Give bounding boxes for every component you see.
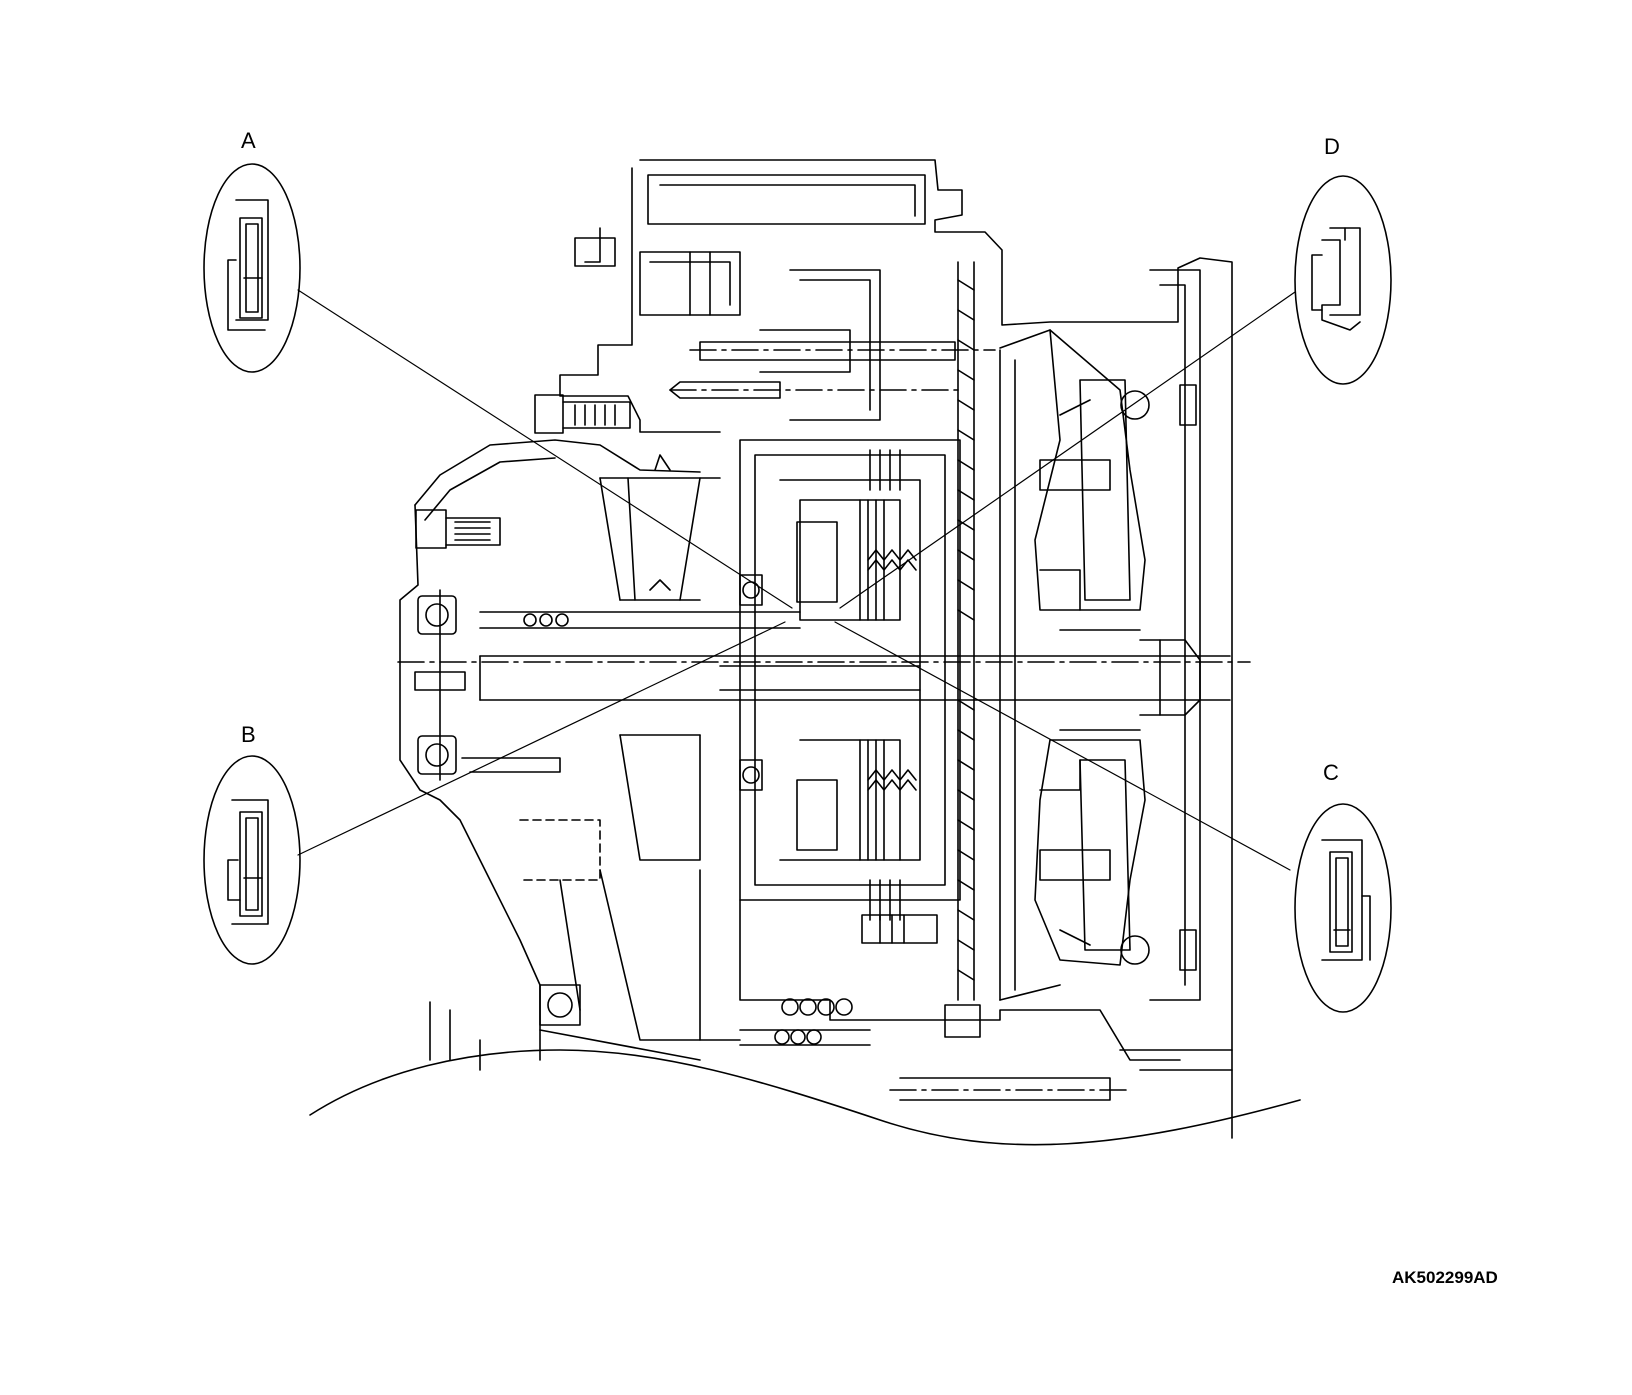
callout-label-d: D <box>1324 134 1340 159</box>
callout-label-a: A <box>241 128 256 153</box>
section-break-line <box>310 1050 1300 1145</box>
upper-shafts <box>670 270 995 420</box>
primary-pulley <box>520 455 720 1040</box>
transmission-housing <box>560 160 1232 1138</box>
leader-lines <box>298 290 1295 870</box>
lower-gear-train <box>480 900 1232 1100</box>
figure-reference-code: AK502299AD <box>1392 1268 1498 1287</box>
callout-label-c: C <box>1323 760 1339 785</box>
drive-chain <box>958 262 974 1000</box>
callout-label-b: B <box>241 722 256 747</box>
torque-converter <box>1000 270 1200 1000</box>
input-shaft <box>398 640 1250 715</box>
detail-a-ellipse <box>204 164 300 372</box>
detail-d-ellipse <box>1295 176 1391 384</box>
clutch-assembly <box>740 440 960 920</box>
left-housing <box>400 395 800 1060</box>
detail-b-ellipse <box>204 756 300 964</box>
detail-c-ellipse <box>1295 804 1391 1012</box>
